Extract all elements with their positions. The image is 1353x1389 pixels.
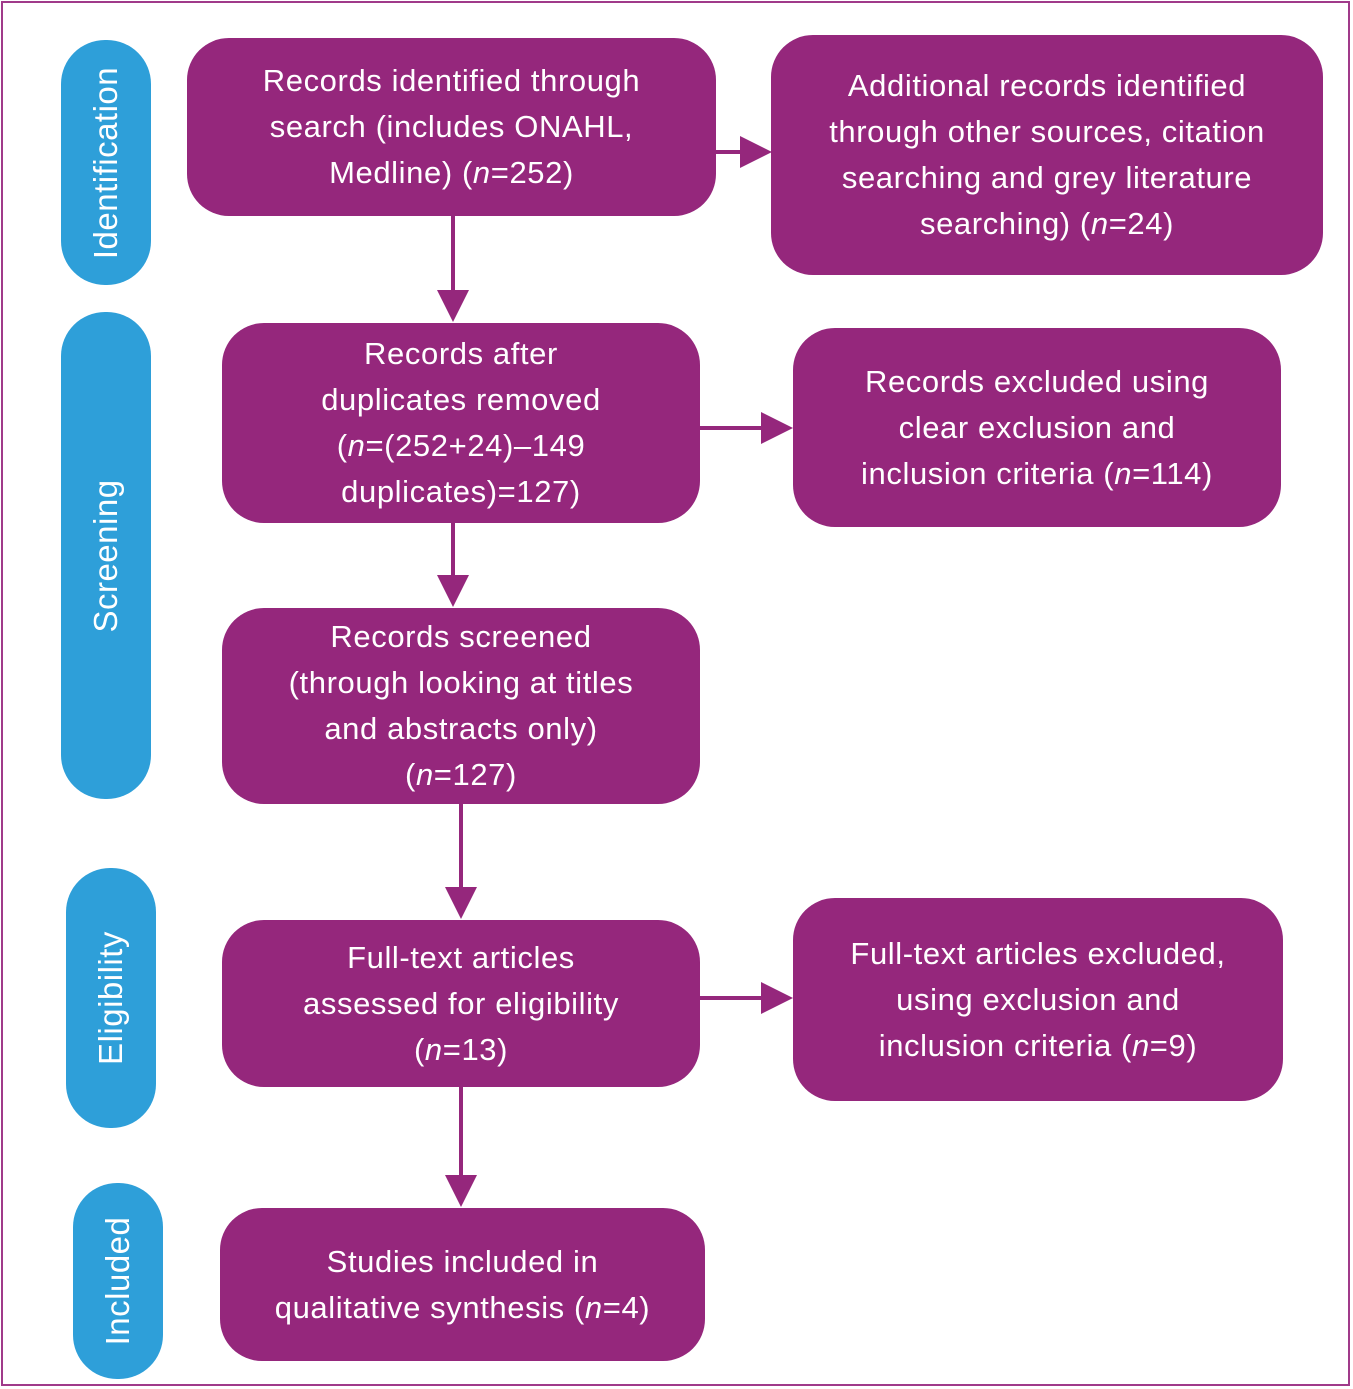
stage-included: Included: [73, 1183, 163, 1379]
box-fulltext-assessed: Full-text articles assessed for eligibil…: [222, 920, 700, 1087]
box-fulltext-excluded: Full-text articles excluded, using exclu…: [793, 898, 1283, 1101]
box-duplicates-removed: Records after duplicates removed (n=(252…: [222, 323, 700, 523]
box-additional-records: Additional records identified through ot…: [771, 35, 1323, 275]
box-studies-included: Studies included in qualitative synthesi…: [220, 1208, 705, 1361]
stage-identification: Identification: [61, 40, 151, 285]
stage-eligibility: Eligibility: [66, 868, 156, 1128]
stage-screening: Screening: [61, 312, 151, 799]
box-records-excluded: Records excluded using clear exclusion a…: [793, 328, 1281, 527]
box-records-identified: Records identified through search (inclu…: [187, 38, 716, 216]
box-records-screened: Records screened (through looking at tit…: [222, 608, 700, 804]
